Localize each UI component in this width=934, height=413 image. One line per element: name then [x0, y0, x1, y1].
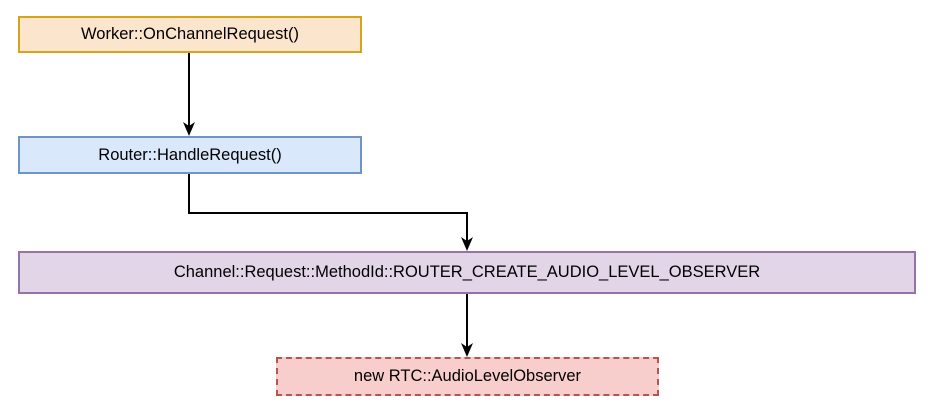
node-worker-label: Worker::OnChannelRequest() [81, 25, 299, 44]
node-router-label: Router::HandleRequest() [98, 145, 282, 164]
node-new-rtc-audiolevelobserver[interactable]: new RTC::AudioLevelObserver [276, 357, 659, 396]
node-newobserver-label: new RTC::AudioLevelObserver [353, 367, 582, 386]
edge-methodid-newobserver [461, 294, 473, 357]
edge-worker-router [183, 53, 195, 136]
node-worker-onchannelrequest[interactable]: Worker::OnChannelRequest() [18, 16, 362, 53]
node-channel-request-methodid[interactable]: Channel::Request::MethodId::ROUTER_CREAT… [18, 251, 916, 294]
node-router-handlerequest[interactable]: Router::HandleRequest() [18, 136, 362, 174]
edge-router-methodid [188, 174, 473, 251]
node-methodid-label: Channel::Request::MethodId::ROUTER_CREAT… [173, 263, 761, 282]
